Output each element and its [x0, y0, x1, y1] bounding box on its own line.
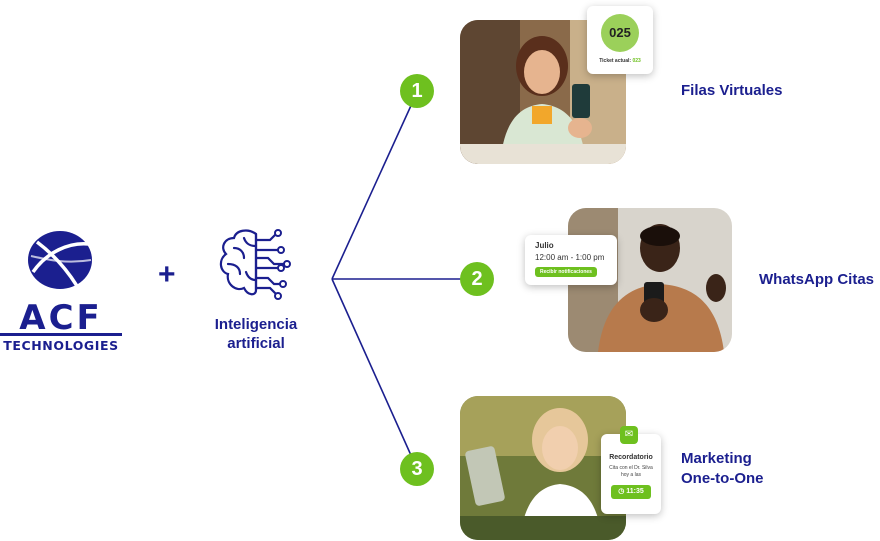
brain-circuit-icon — [219, 229, 291, 300]
globe-logo-icon — [28, 231, 92, 289]
reminder-card: Recordatorio Cita con el Dr. Silva hoy a… — [601, 434, 661, 514]
connector-line-3 — [331, 278, 415, 463]
reminder-title: Recordatorio — [609, 454, 653, 461]
step-title-3: Marketing One-to-One — [681, 449, 764, 489]
cafe-woman-illustration — [460, 20, 626, 164]
clock-icon: ◷ — [618, 488, 625, 495]
reminder-time-pill: ◷ 11:35 — [611, 485, 651, 499]
ticket-number: 025 — [609, 25, 631, 40]
reminder-text: Cita con el Dr. Silva hoy a las — [601, 465, 661, 479]
ai-label-line2: artificial — [227, 335, 285, 352]
brand-rule — [0, 333, 122, 336]
appointment-month: Julio — [535, 241, 554, 250]
ai-label: Inteligencia artificial — [198, 315, 314, 353]
step-title-2: WhatsApp Citas — [759, 271, 875, 288]
ticket-card: 025 Ticket actual: 023 — [587, 6, 653, 74]
step-title-3-line2: One-to-One — [681, 470, 764, 487]
plus-sign: + — [158, 258, 176, 291]
reminder-time: 11:35 — [626, 488, 644, 495]
ticket-current: Ticket actual: 023 — [587, 58, 653, 64]
brand-tagline: TECHNOLOGIES — [3, 338, 119, 353]
appointment-card: Julio 12:00 am - 1:00 pm Recibir notific… — [525, 235, 617, 285]
ticket-current-label: Ticket actual: — [599, 58, 632, 64]
appointment-time: 12:00 am - 1:00 pm — [535, 253, 605, 262]
reminder-text-line1: Cita con el Dr. Silva — [609, 465, 653, 471]
chat-bell-icon: ✉ — [620, 426, 638, 444]
connector-line-1 — [331, 98, 415, 280]
woman-tablet-illustration — [460, 396, 626, 540]
step-title-3-line1: Marketing — [681, 450, 752, 467]
receive-notifications-button[interactable]: Recibir notificaciones — [535, 267, 597, 277]
ticket-current-value: 023 — [632, 58, 641, 64]
step-title-1: Filas Virtuales — [681, 82, 783, 99]
reminder-text-line2: hoy a las — [620, 472, 641, 478]
photo-woman-phone — [460, 20, 626, 164]
ai-label-line1: Inteligencia — [214, 316, 298, 333]
photo-woman-tablet — [460, 396, 626, 540]
ticket-number-circle — [601, 14, 639, 52]
step-badge-3: 3 — [400, 452, 434, 486]
step-badge-1: 1 — [400, 74, 434, 108]
step-badge-2: 2 — [460, 262, 494, 296]
brand-name: ACF — [19, 298, 103, 338]
